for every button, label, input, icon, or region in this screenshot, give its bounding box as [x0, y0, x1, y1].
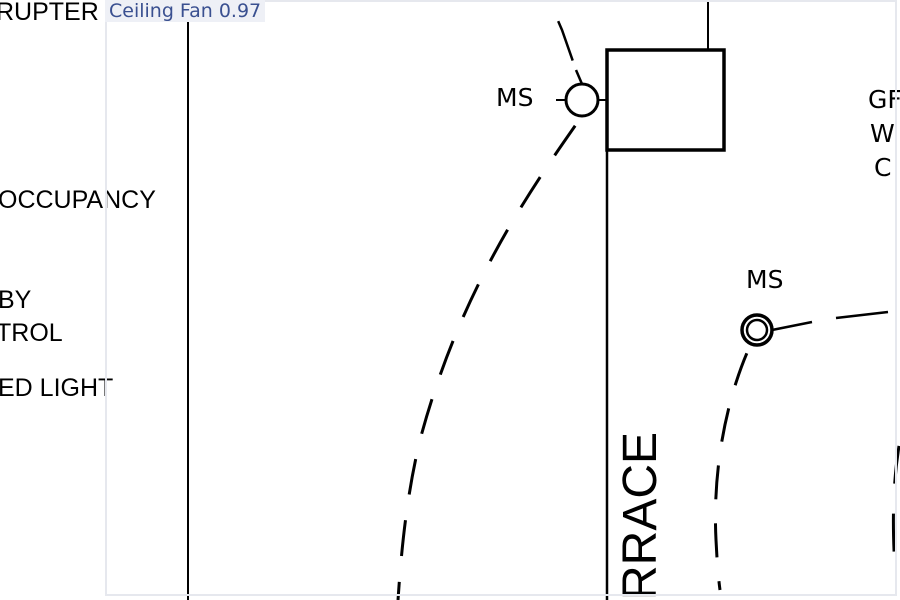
sensor-2-coverage-arc — [713, 345, 752, 591]
motion-sensor-2-inner — [745, 318, 769, 342]
right-text-c: C — [874, 153, 891, 182]
right-text-gf: GF — [868, 85, 900, 114]
sensor-1-coverage-arc — [396, 115, 584, 600]
sensor-3-coverage-arc — [891, 439, 900, 571]
sensor-2-coverage-right — [835, 310, 889, 320]
sensor-2-wire-start — [771, 320, 813, 332]
legend-text-light: ED LIGHT — [0, 374, 114, 402]
legend-text-occupancy: OCCUPANCY — [0, 186, 156, 214]
sensor-1-wire-top — [547, 0, 578, 71]
legend-text-by: BY — [0, 286, 32, 314]
sensor-label-ms-1: MS — [496, 83, 533, 112]
legend-text-interrupter: RUPTER — [0, 0, 99, 26]
right-text-w: W — [870, 119, 895, 148]
sensor-label-ms-2: MS — [746, 265, 783, 294]
detection-box-ceiling-fan — [105, 0, 897, 596]
detection-label: Ceiling Fan 0.97 — [105, 0, 266, 22]
legend-text-control: TROL — [0, 319, 63, 347]
room-label-terrace: RRACE — [614, 432, 667, 600]
sensor-1-stem-top — [574, 69, 584, 85]
